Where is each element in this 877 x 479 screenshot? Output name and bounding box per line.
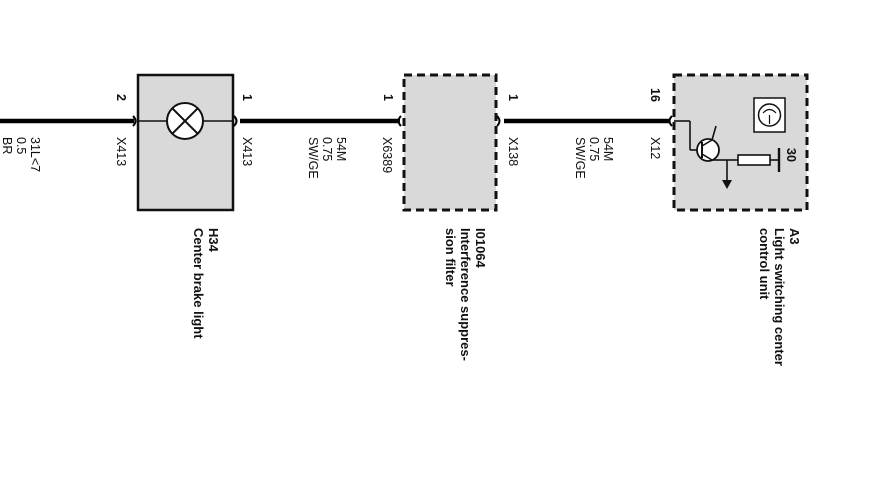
connector-x413-right: X413 (240, 137, 254, 166)
arrow-down-icon (722, 180, 732, 189)
caption-a3: A3 Light switching center control unit (757, 228, 802, 366)
wire-csa: 0.75 (587, 137, 601, 161)
i01064-box (402, 73, 498, 212)
caption-h34: H34 Center brake light (191, 228, 221, 339)
connector-hook-x413-right (233, 115, 238, 127)
lamp-symbol-icon (166, 102, 204, 140)
transistor-symbol-icon (696, 138, 720, 162)
i01064-code: I01064 (473, 228, 488, 269)
connector-labels: X413 X413 X6389 X138 X12 (114, 137, 662, 173)
pin-16-a3: 16 (648, 88, 662, 102)
component-a3[interactable] (672, 73, 809, 212)
wire-label-31l7: 31L<7 0.5 BR (0, 137, 42, 172)
h34-name: Center brake light (191, 228, 206, 339)
resistor-symbol-icon (737, 154, 771, 166)
wire-id: 54M (334, 137, 348, 161)
a3-name-line1: Light switching center (772, 228, 787, 366)
wire-label-54m-b: 54M 0.75 SW/GE (573, 137, 615, 179)
a3-code: A3 (787, 228, 802, 245)
caption-i01064: I01064 Interference suppres- sion filter (443, 228, 488, 361)
h34-box (136, 73, 235, 212)
wire-id: 54M (601, 137, 615, 161)
pin-1-i01064: 1 (381, 94, 395, 101)
wire-csa: 0.5 (14, 137, 28, 154)
connector-x138: X138 (506, 137, 520, 166)
wire-csa: 0.75 (320, 137, 334, 161)
i01064-name-line2: sion filter (443, 228, 458, 287)
component-h34[interactable] (136, 73, 235, 212)
connector-hook-x12 (668, 115, 673, 127)
connector-hooks (132, 115, 673, 127)
connector-x12: X12 (648, 137, 662, 159)
a3-name-line2: control unit (757, 228, 772, 300)
pin-30-a3: 30 (784, 148, 798, 162)
wire-label-54m-a: 54M 0.75 SW/GE (306, 137, 348, 179)
a3-box (672, 73, 809, 212)
connector-hook-x6389 (397, 115, 402, 127)
wire-color: SW/GE (306, 137, 320, 179)
pin-2-h34: 2 (114, 94, 128, 101)
a3-collector-wire (711, 125, 717, 141)
wire-color: BR (0, 137, 14, 154)
connector-hook-x413-left (132, 115, 137, 127)
pin-numbers: 2 1 1 1 16 30 (114, 88, 798, 162)
h34-code: H34 (206, 228, 221, 253)
wire-color: SW/GE (573, 137, 587, 179)
connector-x413-left: X413 (114, 137, 128, 166)
i01064-name-line1: Interference suppres- (458, 228, 473, 361)
connector-hook-x138 (496, 115, 501, 127)
pin-1-i01064-out: 1 (506, 94, 520, 101)
wire-id: 31L<7 (28, 137, 42, 172)
connector-x6389: X6389 (380, 137, 394, 173)
control-module-icon (753, 97, 786, 133)
pin-1-h34: 1 (240, 94, 254, 101)
component-i01064[interactable] (402, 73, 498, 212)
